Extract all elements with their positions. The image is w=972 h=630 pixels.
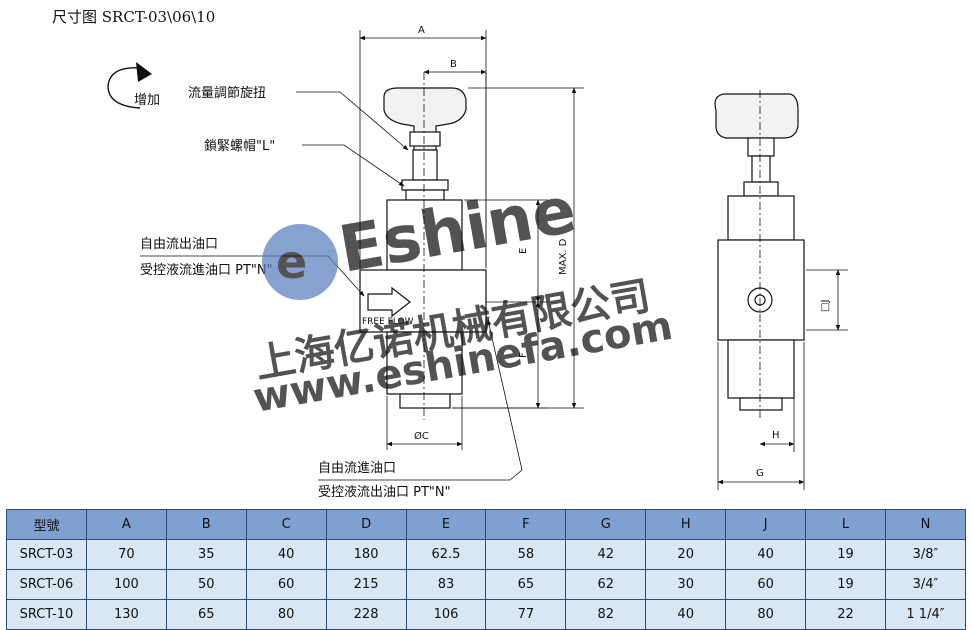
table-cell: 22: [805, 599, 886, 630]
col-header: E: [405, 509, 487, 540]
col-header: L: [805, 509, 886, 540]
dim-c: [386, 396, 463, 450]
table-cell: 180: [325, 539, 407, 570]
col-header: G: [565, 509, 647, 540]
table-cell: SRCT-10: [6, 599, 87, 630]
col-header: C: [245, 509, 327, 540]
table-cell: 50: [165, 569, 247, 600]
dim-h-label: H: [772, 430, 780, 441]
table-cell: 100: [85, 569, 167, 600]
table-row: SRCT-03 70 35 40 180 62.5 58 42 20 40 19…: [6, 539, 967, 570]
col-header: 型號: [6, 509, 87, 540]
front-view: [359, 87, 487, 409]
dim-g: [717, 342, 805, 490]
table-cell: 58: [485, 539, 567, 570]
table-cell: 83: [405, 569, 487, 600]
table-cell: 3/8″: [884, 539, 967, 570]
table-cell: 62.5: [405, 539, 487, 570]
dim-f-label: F: [518, 352, 529, 358]
table-cell: 40: [245, 539, 327, 570]
dim-d: [452, 87, 584, 409]
lock-nut-label: 鎖緊螺帽"L": [204, 138, 275, 154]
dim-a-label: A: [418, 25, 425, 36]
table-cell: 65: [485, 569, 567, 600]
table-cell: 1 1/4″: [884, 599, 967, 630]
col-header: B: [165, 509, 247, 540]
dim-j: [806, 269, 848, 331]
free-in-line2: 受控液流出油口 PT"N": [318, 485, 451, 500]
dim-b: [423, 69, 487, 268]
table-cell: 19: [805, 569, 886, 600]
table-cell: 70: [85, 539, 167, 570]
spec-table: 型號 A B C D E F G H J L N SRCT-03 70 35 4…: [6, 509, 967, 630]
table-cell: 82: [565, 599, 647, 630]
table-cell: 30: [645, 569, 727, 600]
table-row: SRCT-10 130 65 80 228 106 77 82 40 80 22…: [6, 599, 967, 630]
table-cell: 130: [85, 599, 167, 630]
table-cell: 60: [725, 569, 807, 600]
table-cell: SRCT-03: [6, 539, 87, 570]
free-in-line1: 自由流進油口: [318, 461, 396, 476]
col-header: N: [884, 509, 967, 540]
adjust-knob-label: 流量調節旋扭: [188, 86, 266, 101]
col-header: J: [725, 509, 807, 540]
table-cell: 106: [405, 599, 487, 630]
col-header: H: [645, 509, 727, 540]
table-cell: SRCT-06: [6, 569, 87, 600]
watermark-logo-e: e: [276, 235, 307, 289]
table-row: SRCT-06 100 50 60 215 83 65 62 30 60 19 …: [6, 569, 967, 600]
col-header: D: [325, 509, 407, 540]
table-cell: 80: [245, 599, 327, 630]
table-header-row: 型號 A B C D E F G H J L N: [6, 509, 967, 540]
table-cell: 228: [325, 599, 407, 630]
table-cell: 62: [565, 569, 647, 600]
valve-dimension-drawing: FREE FLOW A B E F MAX. D ØC: [107, 25, 848, 500]
dim-d-label: MAX. D: [558, 238, 569, 275]
free-out-line2: 受控液流進油口 PT"N": [140, 263, 273, 278]
table-cell: 40: [645, 599, 727, 630]
dim-e-label: E: [518, 248, 529, 254]
table-cell: 60: [245, 569, 327, 600]
table-cell: 80: [725, 599, 807, 630]
table-cell: 35: [165, 539, 247, 570]
side-view: [714, 93, 805, 411]
table-cell: 42: [565, 539, 647, 570]
increase-label: 增加: [134, 93, 160, 108]
rotate-arrow-icon: [107, 67, 141, 109]
col-header: A: [85, 509, 167, 540]
table-cell: 65: [165, 599, 247, 630]
dim-b-label: B: [450, 59, 457, 70]
col-header: F: [485, 509, 567, 540]
free-out-line1: 自由流出油口: [140, 237, 218, 252]
table-cell: 40: [725, 539, 807, 570]
dim-h: [759, 398, 795, 452]
table-cell: 3/4″: [884, 569, 967, 600]
table-cell: 77: [485, 599, 567, 630]
table-cell: 19: [805, 539, 886, 570]
page-title: 尺寸图 SRCT-03\06\10: [52, 8, 216, 26]
table-cell: 215: [325, 569, 407, 600]
dim-g-label: G: [756, 468, 764, 479]
dim-c-label: ØC: [414, 430, 429, 442]
table-cell: 20: [645, 539, 727, 570]
free-flow-label: FREE FLOW: [362, 317, 414, 327]
dim-j-label: □J: [820, 300, 831, 312]
